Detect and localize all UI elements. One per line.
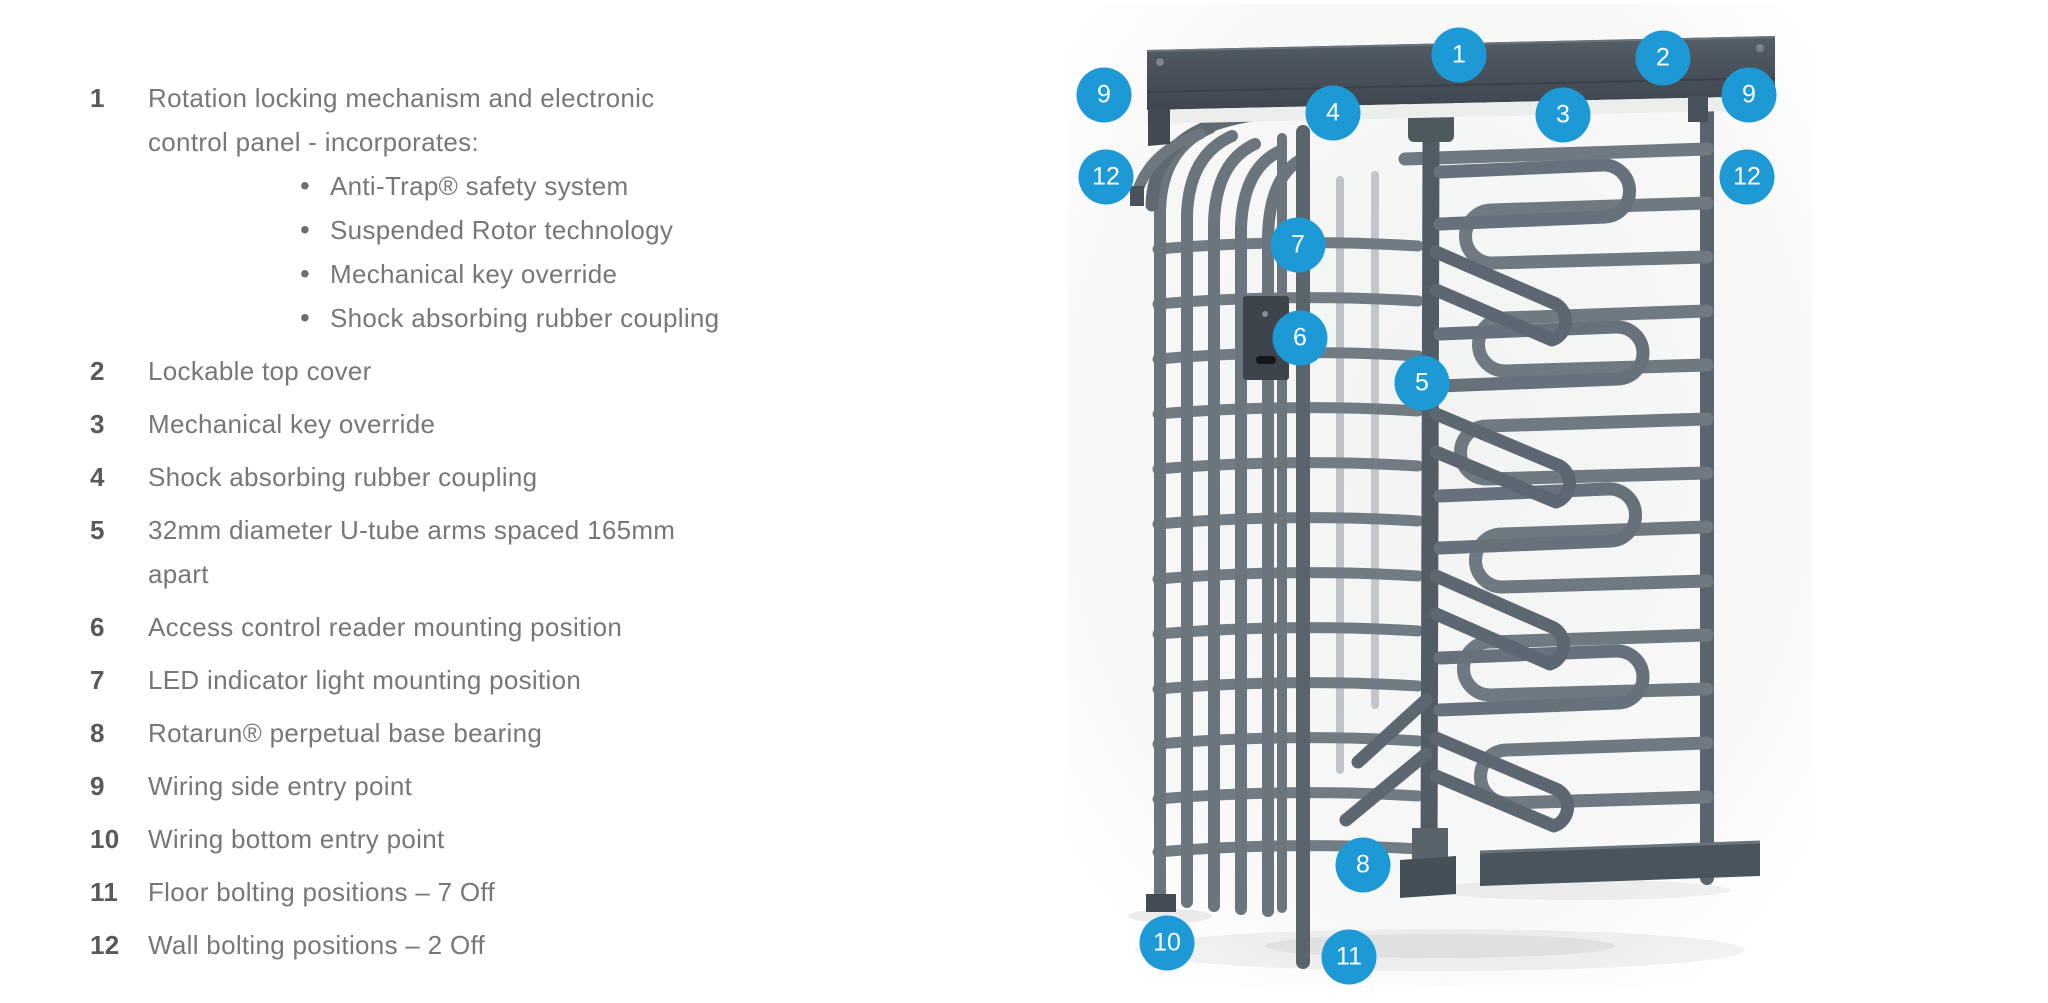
legend-bullet-text: Shock absorbing rubber coupling bbox=[330, 303, 720, 333]
legend-item-text: Lockable top cover bbox=[148, 356, 372, 386]
callout-badge-2: 2 bbox=[1635, 30, 1691, 86]
legend-item-number: 5 bbox=[90, 515, 105, 545]
legend-item-9: 9 Wiring side entry point bbox=[90, 764, 740, 808]
bullet-dot-icon: • bbox=[300, 170, 311, 201]
callout-badge-12: 12 bbox=[1078, 149, 1134, 205]
legend-sub-bullets: • Anti-Trap® safety system • Suspended Roto… bbox=[148, 164, 740, 340]
base-bearing bbox=[1400, 828, 1456, 898]
right-base-plate bbox=[1479, 840, 1761, 886]
feature-legend: 1 Rotation locking mechanism and electron… bbox=[90, 76, 740, 976]
callout-badge-9: 9 bbox=[1721, 67, 1777, 123]
callout-badge-6: 6 bbox=[1272, 310, 1328, 366]
callout-badge-1: 1 bbox=[1431, 27, 1487, 83]
header-right-bracket bbox=[1688, 96, 1708, 122]
legend-item-text: Shock absorbing rubber coupling bbox=[148, 462, 538, 492]
bullet-dot-icon: • bbox=[300, 302, 311, 333]
legend-item-text: Wiring bottom entry point bbox=[148, 824, 445, 854]
callout-badge-7: 7 bbox=[1270, 217, 1326, 273]
legend-item-1: 1 Rotation locking mechanism and electron… bbox=[90, 76, 740, 340]
legend-item-8: 8 Rotarun® perpetual base bearing bbox=[90, 711, 740, 755]
bullet-dot-icon: • bbox=[300, 258, 311, 289]
wall-bracket bbox=[1130, 186, 1144, 206]
callout-badge-8: 8 bbox=[1335, 837, 1391, 893]
header-left-bracket bbox=[1148, 108, 1170, 146]
callout-badge-10: 10 bbox=[1139, 915, 1195, 971]
legend-item-10: 10 Wiring bottom entry point bbox=[90, 817, 740, 861]
legend-bullet-text: Suspended Rotor technology bbox=[330, 215, 674, 245]
header-light-band bbox=[1147, 96, 1775, 124]
legend-item-number: 12 bbox=[90, 930, 120, 960]
turnstile-illustration bbox=[1068, 4, 1812, 986]
callout-badge-12: 12 bbox=[1719, 149, 1775, 205]
rotor-assembly bbox=[1339, 129, 1650, 869]
legend-item-2: 2 Lockable top cover bbox=[90, 349, 740, 393]
legend-item-4: 4 Shock absorbing rubber coupling bbox=[90, 455, 740, 499]
legend-item-text: Access control reader mounting position bbox=[148, 612, 623, 642]
callout-badge-3: 3 bbox=[1535, 87, 1591, 143]
legend-item-7: 7 LED indicator light mounting position bbox=[90, 658, 740, 702]
legend-item-text: Rotarun® perpetual base bearing bbox=[148, 718, 543, 748]
legend-bullet: • Suspended Rotor technology bbox=[148, 208, 740, 252]
legend-item-text: Mechanical key override bbox=[148, 409, 436, 439]
legend-item-number: 10 bbox=[90, 824, 120, 854]
legend-bullet-text: Anti-Trap® safety system bbox=[330, 171, 629, 201]
legend-bullet: • Shock absorbing rubber coupling bbox=[148, 296, 740, 340]
callout-badge-9: 9 bbox=[1076, 67, 1132, 123]
legend-item-text: Wiring side entry point bbox=[148, 771, 413, 801]
legend-item-5: 5 32mm diameter U-tube arms spaced 165mm … bbox=[90, 508, 740, 596]
legend-item-number: 1 bbox=[90, 83, 105, 113]
callout-badge-11: 11 bbox=[1321, 929, 1377, 985]
left-foot bbox=[1146, 894, 1176, 912]
legend-item-text: Rotation locking mechanism and electroni… bbox=[148, 83, 655, 157]
cover-screw-right bbox=[1756, 44, 1764, 52]
legend-item-number: 7 bbox=[90, 665, 105, 695]
legend-item-3: 3 Mechanical key override bbox=[90, 402, 740, 446]
bullet-dot-icon: • bbox=[300, 214, 311, 245]
legend-item-11: 11 Floor bolting positions – 7 Off bbox=[90, 870, 740, 914]
left-drum-cage bbox=[1130, 103, 1424, 917]
legend-item-number: 4 bbox=[90, 462, 105, 492]
legend-item-6: 6 Access control reader mounting position bbox=[90, 605, 740, 649]
legend-item-text: LED indicator light mounting position bbox=[148, 665, 582, 695]
legend-item-number: 11 bbox=[90, 877, 119, 907]
legend-bullet-text: Mechanical key override bbox=[330, 259, 618, 289]
legend-bullet: • Mechanical key override bbox=[148, 252, 740, 296]
legend-list: 1 Rotation locking mechanism and electron… bbox=[90, 76, 740, 967]
callout-badge-4: 4 bbox=[1305, 85, 1361, 141]
legend-item-12: 12 Wall bolting positions – 2 Off bbox=[90, 923, 740, 967]
legend-item-number: 2 bbox=[90, 356, 105, 386]
legend-item-number: 3 bbox=[90, 409, 105, 439]
legend-bullet: • Anti-Trap® safety system bbox=[148, 164, 740, 208]
legend-item-number: 8 bbox=[90, 718, 105, 748]
legend-item-text: Floor bolting positions – 7 Off bbox=[148, 877, 496, 907]
access-reader-box bbox=[1243, 296, 1289, 380]
legend-item-number: 6 bbox=[90, 612, 105, 642]
callout-badge-5: 5 bbox=[1394, 355, 1450, 411]
legend-item-number: 9 bbox=[90, 771, 105, 801]
legend-item-text: 32mm diameter U-tube arms spaced 165mm a… bbox=[148, 515, 676, 589]
legend-item-text: Wall bolting positions – 2 Off bbox=[148, 930, 486, 960]
cover-screw-left bbox=[1156, 58, 1164, 66]
